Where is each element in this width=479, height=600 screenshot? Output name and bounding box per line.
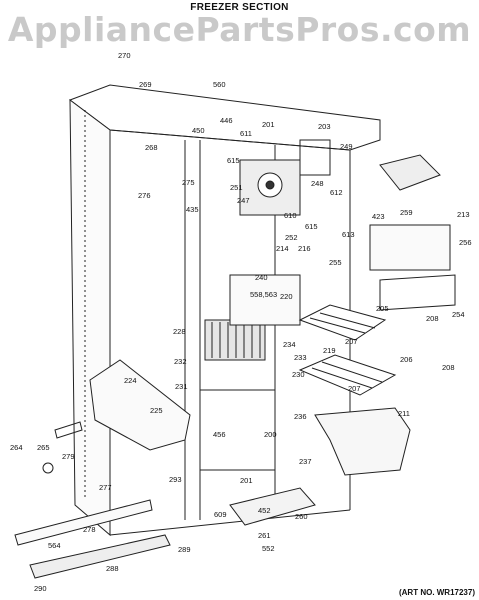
callout-label: 435 bbox=[186, 205, 199, 214]
callout-label: 208 bbox=[426, 314, 439, 323]
callout-label: 233 bbox=[294, 353, 307, 362]
callout-label: 277 bbox=[99, 483, 112, 492]
callout-label: 270 bbox=[118, 51, 131, 60]
diagram-title: FREEZER SECTION bbox=[190, 2, 289, 13]
callout-label: 452 bbox=[258, 506, 271, 515]
callout-label: 206 bbox=[400, 355, 413, 364]
callout-label: 289 bbox=[178, 545, 191, 554]
callout-label: 255 bbox=[329, 258, 342, 267]
callout-label: 256 bbox=[459, 238, 472, 247]
fan-housing bbox=[239, 139, 331, 216]
callout-label: 609 bbox=[214, 510, 227, 519]
callout-label: 610 bbox=[284, 211, 297, 220]
callout-label: 264 bbox=[10, 443, 23, 452]
base-parts bbox=[14, 421, 316, 579]
callout-label: 276 bbox=[138, 191, 151, 200]
callout-label: 615 bbox=[305, 222, 318, 231]
callout-label: 423 bbox=[372, 212, 385, 221]
callout-label: 260 bbox=[295, 512, 308, 521]
callout-label: 290 bbox=[34, 584, 47, 593]
callout-label: 288 bbox=[106, 564, 119, 573]
callout-label: 201 bbox=[240, 476, 253, 485]
callout-label: 450 bbox=[192, 126, 205, 135]
callout-label: 213 bbox=[457, 210, 470, 219]
callout-label: 615 bbox=[227, 156, 240, 165]
callout-label: 268 bbox=[145, 143, 158, 152]
callout-label: 231 bbox=[175, 382, 188, 391]
callout-label: 240 bbox=[255, 273, 268, 282]
callout-label: 613 bbox=[342, 230, 355, 239]
watermark-logo: AppliancePartsPros.com bbox=[7, 10, 472, 49]
callout-label: 564 bbox=[48, 541, 61, 550]
callout-label: 208 bbox=[442, 363, 455, 372]
callout-label: 232 bbox=[174, 357, 187, 366]
callout-label: 560 bbox=[213, 80, 226, 89]
callout-label: 205 bbox=[376, 304, 389, 313]
callout-label: 211 bbox=[398, 409, 410, 418]
callout-label: 254 bbox=[452, 310, 465, 319]
callout-label: 293 bbox=[169, 475, 182, 484]
callout-label: 203 bbox=[318, 122, 331, 131]
art-number: (ART NO. WR17237) bbox=[398, 588, 475, 597]
air-duct bbox=[89, 359, 191, 451]
callout-label: 219 bbox=[323, 346, 336, 355]
callout-label: 247 bbox=[237, 196, 250, 205]
callout-label: 216 bbox=[298, 244, 311, 253]
callout-label: 220 bbox=[280, 292, 293, 301]
cabinet-shell bbox=[68, 84, 381, 537]
callout-label: 248 bbox=[311, 179, 324, 188]
callout-label: 251 bbox=[230, 183, 243, 192]
callout-label: 265 bbox=[37, 443, 50, 452]
callout-label: 200 bbox=[264, 430, 277, 439]
callout-label: 259 bbox=[400, 208, 413, 217]
callout-label: 236 bbox=[294, 412, 307, 421]
callout-label: 611 bbox=[240, 129, 252, 138]
callout-label: 612 bbox=[330, 188, 343, 197]
wire-shelves bbox=[298, 304, 397, 396]
callout-label: 207 bbox=[348, 384, 361, 393]
callout-label: 446 bbox=[220, 116, 233, 125]
callout-label: 275 bbox=[182, 178, 195, 187]
callout-label: 252 bbox=[285, 233, 298, 242]
callout-label: 230 bbox=[292, 370, 305, 379]
callout-label: 456 bbox=[213, 430, 226, 439]
evaporator-coil bbox=[204, 274, 301, 361]
callout-label: 214 bbox=[276, 244, 289, 253]
callout-label: 261 bbox=[258, 531, 271, 540]
door-panel bbox=[369, 224, 456, 311]
callout-label: 225 bbox=[150, 406, 163, 415]
callout-label: 278 bbox=[83, 525, 96, 534]
callout-label: 224 bbox=[124, 376, 137, 385]
callout-label: 552 bbox=[262, 544, 275, 553]
callout-label: 249 bbox=[340, 142, 353, 151]
callout-label: 237 bbox=[299, 457, 312, 466]
callout-label: 207 bbox=[345, 337, 358, 346]
callout-label: 228 bbox=[173, 327, 186, 336]
callout-label: 269 bbox=[139, 80, 152, 89]
callout-label: 201 bbox=[262, 120, 275, 129]
callout-label: 234 bbox=[283, 340, 296, 349]
callout-label: 279 bbox=[62, 452, 75, 461]
callout-labels: 270 269 560 446 450 611 201 203 268 249 615 251 435 2… bbox=[10, 51, 472, 593]
callout-label: 558,563 bbox=[250, 290, 277, 299]
ice-bin bbox=[314, 154, 441, 476]
